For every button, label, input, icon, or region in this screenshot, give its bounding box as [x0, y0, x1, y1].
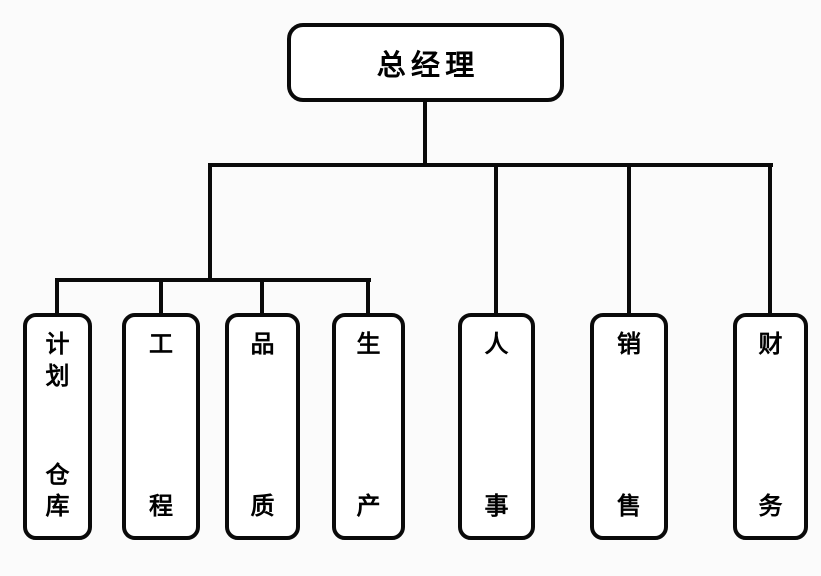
org-node-sales: 销 售 — [590, 313, 668, 540]
connector-drop-finance — [768, 163, 772, 315]
connector-drop-engineering — [159, 278, 163, 316]
org-node-label-bottom: 仓 库 — [45, 460, 70, 521]
org-node-engineering: 工 程 — [122, 313, 200, 540]
connector-drop-production — [366, 278, 370, 316]
org-node-planning-warehouse: 计 划 仓 库 — [23, 313, 92, 540]
org-node-label-top: 工 — [149, 330, 173, 358]
org-node-label-top: 人 — [484, 330, 509, 358]
org-node-personnel: 人 事 — [458, 313, 535, 540]
connector-branch-drop — [208, 163, 212, 282]
connector-drop-personnel — [494, 163, 498, 315]
org-node-label-bottom: 事 — [484, 492, 509, 521]
org-node-label-top: 计 划 — [45, 330, 70, 390]
org-node-label-top: 生 — [356, 330, 381, 358]
org-node-label-top: 销 — [617, 330, 641, 358]
org-node-label: 总经理 — [376, 47, 480, 82]
org-node-label-bottom: 售 — [617, 492, 641, 521]
org-node-finance: 财 务 — [733, 313, 808, 540]
connector-main-horizontal — [208, 163, 773, 167]
org-node-label-bottom: 程 — [149, 492, 173, 521]
connector-sub-horizontal — [55, 278, 371, 282]
org-node-label-bottom: 务 — [758, 492, 783, 521]
org-node-production: 生 产 — [332, 313, 405, 540]
org-node-label-bottom: 质 — [250, 492, 275, 521]
connector-drop-quality — [260, 278, 264, 316]
connector-drop-sales — [627, 163, 631, 315]
connector-root-drop — [423, 100, 427, 167]
org-node-general-manager: 总经理 — [287, 23, 564, 102]
org-node-label-top: 财 — [758, 330, 783, 358]
org-node-label-top: 品 — [250, 330, 275, 358]
org-node-label-bottom: 产 — [356, 492, 381, 521]
org-node-quality: 品 质 — [225, 313, 300, 540]
connector-drop-planning-warehouse — [55, 278, 59, 316]
